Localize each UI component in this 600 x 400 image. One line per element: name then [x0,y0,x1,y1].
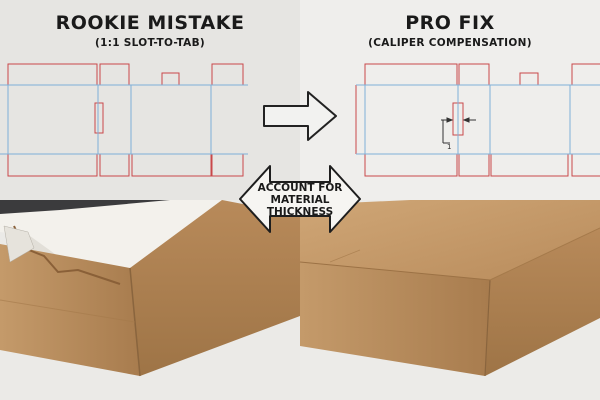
pro-fix-title: PRO FIX [405,12,495,34]
rookie-cut-lines [7,63,244,177]
caliper-dimension [441,117,476,144]
callout-line-1: ACCOUNT FOR [257,182,343,194]
double-arrow-icon [239,165,361,233]
pro-fix-cut-lines [355,63,600,177]
callout-line-2: MATERIAL [270,194,330,206]
pro-fix-fold-lines [356,84,600,155]
rookie-mistake-title: ROOKIE MISTAKE [55,12,245,34]
callout-line-3: THICKNESS [266,206,334,218]
pro-fix-box-photo [299,200,600,400]
rookie-mistake-subtitle: (1:1 SLOT-TO-TAB) [95,37,205,49]
pro-fix-dieline [355,63,600,177]
rookie-box-photo [0,200,300,400]
pro-fix-panel: PRO FIX (CALIPER COMPENSATION) [300,0,600,200]
rookie-dieline [0,63,248,177]
rookie-mistake-panel: ROOKIE MISTAKE (1:1 SLOT-TO-TAB) [0,0,300,200]
caliper-dimension-label: 1 [447,143,451,151]
account-for-thickness-callout: ACCOUNT FOR MATERIAL THICKNESS [240,162,360,236]
rookie-fold-lines [0,84,248,155]
right-arrow-icon [263,91,337,141]
pro-fix-subtitle: (CALIPER COMPENSATION) [368,37,532,49]
